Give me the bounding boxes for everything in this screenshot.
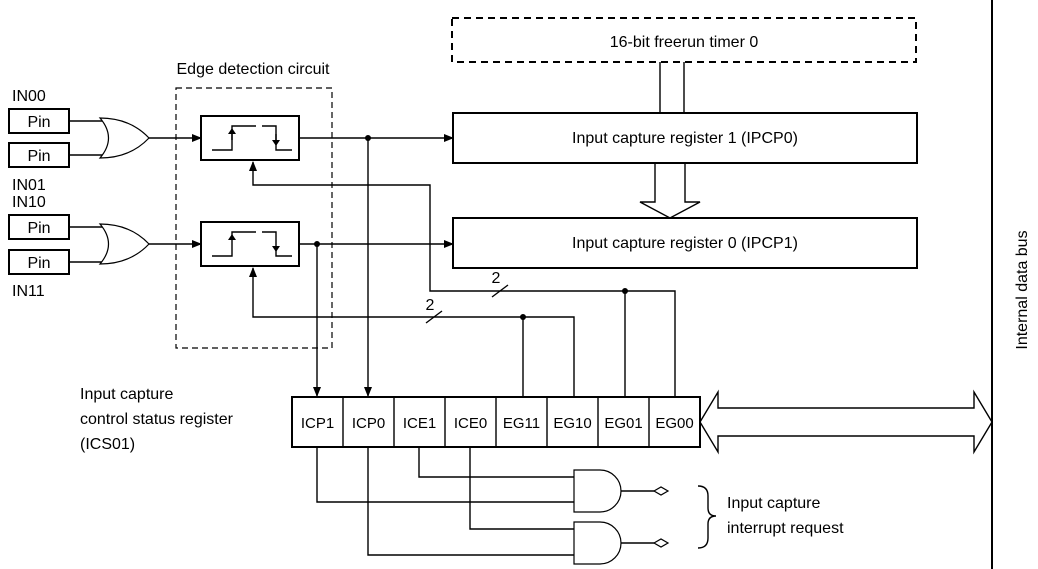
freerun-timer-box (451, 17, 917, 63)
bus-width-upper: 2 (492, 270, 501, 287)
pin-to-or-wires-bottom (69, 226, 110, 263)
interrupt-label-line2: interrupt request (727, 520, 844, 537)
ice1-to-and-top (418, 447, 574, 478)
ipcp1-register-label: Input capture register 0 (IPCP1) (572, 235, 798, 252)
ics-bit-eg10: EG10 (553, 415, 591, 432)
pin-to-or-wires-top (69, 120, 110, 156)
ics-bit-eg00: EG00 (655, 415, 693, 432)
ics-bit-icp1: ICP1 (301, 415, 334, 432)
icp0-to-and-bottom (367, 447, 574, 556)
ipcp0-register-box (452, 112, 918, 164)
ipcp0-register-label: Input capture register 1 (IPCP0) (572, 130, 798, 147)
interrupt-brace (697, 485, 717, 549)
edge-detector-bottom (200, 221, 300, 267)
edge-detection-label: Edge detection circuit (177, 61, 331, 78)
ics-bit-icp0: ICP0 (352, 415, 385, 432)
ics-title-line2: control status register (80, 411, 234, 428)
ics-bit-eg11: EG11 (503, 415, 540, 432)
timer-to-ipcp0-arrow (659, 62, 685, 112)
pin-box-in11-label: Pin (27, 255, 50, 272)
ics-bus-arrow (699, 389, 993, 455)
ics-title-line1: Input capture (80, 386, 174, 403)
pin-label-in10: IN10 (12, 194, 46, 211)
or-gate-top (98, 117, 150, 159)
ics-bit-ice0: ICE0 (454, 415, 487, 432)
edge-detector-top (200, 115, 300, 161)
pin-box-in01 (8, 142, 70, 168)
pin-label-in00: IN00 (12, 88, 46, 105)
ics-bit-eg01: EG01 (604, 415, 642, 432)
icp1-to-and-top (316, 447, 574, 503)
eg1x-feedback-wire (249, 267, 524, 396)
ics-title-line3: (ICS01) (80, 436, 135, 453)
pin-label-in01: IN01 (12, 177, 46, 194)
pin-box-in10-label: Pin (27, 220, 50, 237)
edge-symbol-bottom (212, 231, 292, 257)
interrupt-label-line1: Input capture (727, 495, 821, 512)
pin-label-in11: IN11 (12, 283, 45, 300)
ics-bit-ice1: ICE1 (403, 415, 436, 432)
freerun-timer-label: 16-bit freerun timer 0 (610, 34, 759, 51)
pin-box-in11 (8, 249, 70, 275)
edge-detection-box (175, 87, 333, 349)
pin-box-in10 (8, 214, 70, 240)
interrupt-terminal-bottom-icon (652, 538, 670, 548)
eg1x-feedback-to-eg10 (523, 316, 575, 396)
and-gate-top (573, 469, 622, 513)
eg0x-feedback-to-eg00 (625, 290, 676, 396)
ipcp1-register-box (452, 217, 918, 269)
and-gate-bottom (573, 521, 622, 565)
ipcp0-to-ipcp1-arrow (639, 164, 701, 219)
ice0-to-and-bottom (469, 447, 574, 530)
or-gate-bottom (98, 223, 150, 265)
internal-data-bus-label: Internal data bus (1014, 230, 1031, 349)
ics-bit-fields: ICP1 ICP0 ICE1 ICE0 EG11 EG10 EG01 EG00 (301, 397, 694, 447)
eg0x-feedback-wire (249, 161, 626, 396)
pin-box-in00-label: Pin (27, 114, 50, 131)
interrupt-terminal-top-icon (652, 486, 670, 496)
bus-width-lower: 2 (426, 297, 435, 314)
pin-box-in01-label: Pin (27, 148, 50, 165)
